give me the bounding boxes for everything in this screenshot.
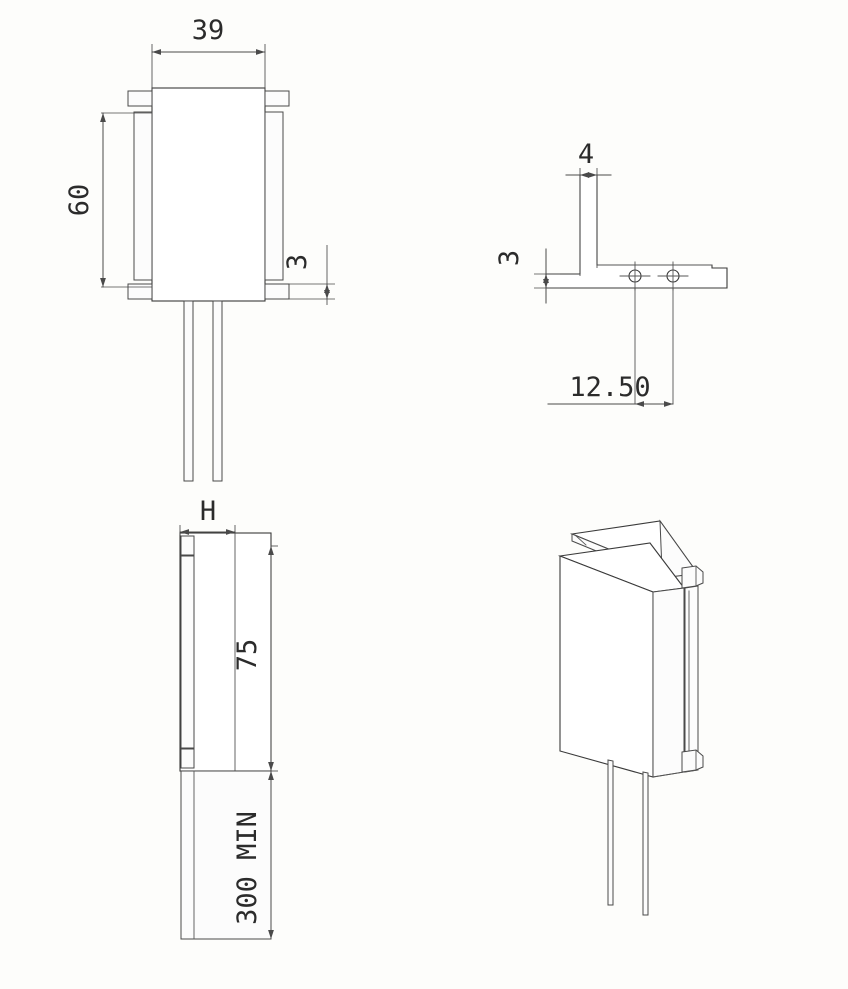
dimension-75: 75 <box>232 545 278 772</box>
iso-lead-2 <box>642 771 649 916</box>
front-lead-2 <box>212 300 223 482</box>
dimension-4-label: 4 <box>578 139 594 170</box>
lead-hole-1 <box>619 261 651 291</box>
dimension-H: H <box>179 496 236 771</box>
iso-body-right-face <box>652 587 685 778</box>
iso-tab-lower <box>681 749 704 773</box>
dimension-3-side-label: 3 <box>494 250 525 266</box>
isometric-view <box>557 519 704 916</box>
dimension-3-front-label: 3 <box>282 254 313 270</box>
iso-side-rail <box>684 585 699 773</box>
side-view: 4 3 12.50 <box>494 139 728 407</box>
dimension-H-label: H <box>200 496 216 527</box>
profile-tab-upper <box>180 535 195 556</box>
dimension-4: 4 <box>565 139 612 276</box>
iso-lead-1 <box>607 759 614 906</box>
dimension-75-label: 75 <box>232 639 263 672</box>
front-side-rail-right <box>264 111 284 281</box>
profile-side-rail <box>180 555 195 749</box>
dimension-12-50: 12.50 <box>547 372 674 407</box>
dimension-3-side: 3 <box>494 248 560 304</box>
front-lead-1 <box>183 300 194 482</box>
front-tab-lower-left <box>127 283 153 300</box>
dimension-300-min-label: 300 MIN <box>232 811 263 925</box>
dimension-60-label: 60 <box>64 184 95 217</box>
front-tab-lower-right <box>264 283 290 300</box>
front-tab-upper-right <box>264 90 290 107</box>
lead-hole-2 <box>657 261 689 291</box>
front-view: 39 60 3 <box>64 15 335 482</box>
dimension-300-min: 300 MIN <box>232 770 274 940</box>
iso-body-front-face <box>559 555 654 778</box>
profile-tab-lower <box>180 748 195 769</box>
profile-view: H 75 300 MIN <box>179 496 278 940</box>
iso-tab-upper <box>681 565 704 589</box>
front-side-rail-left <box>133 111 153 281</box>
dimension-39-label: 39 <box>192 15 225 46</box>
front-body-outline <box>151 87 266 302</box>
dimension-60: 60 <box>64 112 152 288</box>
dimension-3-front: 3 <box>265 245 335 305</box>
dimension-12-50-label: 12.50 <box>569 372 650 403</box>
dimension-39: 39 <box>151 15 266 90</box>
front-tab-upper-left <box>127 90 153 107</box>
